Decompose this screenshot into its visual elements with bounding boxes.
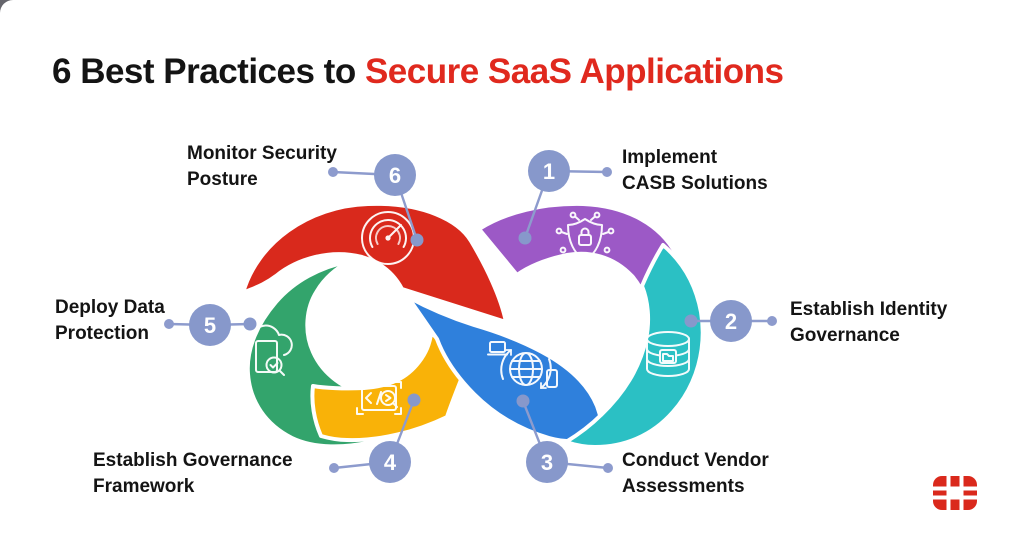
label-step-5: Deploy Data Protection <box>55 295 165 347</box>
fortinet-logo <box>933 476 977 510</box>
title-highlight: Secure SaaS Applications <box>364 52 784 91</box>
step-3-badge <box>526 441 568 483</box>
page-title: 6 Best Practices to Secure SaaS Applicat… <box>52 52 784 92</box>
label-step-5-line1: Deploy Data <box>55 297 165 318</box>
step-connectors: 6 1 2 <box>164 150 777 483</box>
step-5-number: 5 <box>204 313 216 338</box>
step-3-number: 3 <box>541 450 553 475</box>
label-step-3-line1: Conduct Vendor <box>622 450 769 471</box>
label-step-3-line2: Assessments <box>622 476 745 497</box>
step-5-connector: 5 <box>164 304 257 346</box>
label-step-3: Conduct Vendor Assessments <box>622 448 769 500</box>
step-3-connector: 3 <box>516 394 613 483</box>
step-1-connector: 1 <box>518 150 612 245</box>
label-step-1-line1: Implement <box>622 147 718 168</box>
step-4-connector: 4 <box>329 393 421 483</box>
step-6-badge <box>374 154 416 196</box>
label-step-4-line1: Establish Governance <box>93 450 293 471</box>
database-icon <box>646 331 690 377</box>
step-4-badge <box>369 441 411 483</box>
step-1-number: 1 <box>543 159 555 184</box>
step-5-badge <box>189 304 231 346</box>
label-step-1-line2: CASB Solutions <box>622 173 768 194</box>
label-step-6-line2: Posture <box>187 169 258 190</box>
code-review-icon <box>356 381 402 415</box>
label-step-2-line2: Governance <box>790 325 900 346</box>
label-step-5-line2: Protection <box>55 323 149 344</box>
cloud-document-icon <box>242 324 293 376</box>
loop-segments <box>241 201 705 449</box>
shield-lock-casb-icon <box>555 211 615 261</box>
step-6-number: 6 <box>389 163 401 188</box>
label-step-2: Establish Identity Governance <box>790 297 947 349</box>
step-6-connector: 6 <box>328 154 424 247</box>
step-4-number: 4 <box>384 450 397 475</box>
step-2-badge <box>710 300 752 342</box>
label-step-4: Establish Governance Framework <box>93 448 293 500</box>
step-2-number: 2 <box>725 309 737 334</box>
globe-devices-icon <box>487 341 558 389</box>
corner-artifact <box>0 0 13 13</box>
label-step-2-line1: Establish Identity <box>790 299 948 320</box>
step-1-badge <box>528 150 570 192</box>
label-step-1: Implement CASB Solutions <box>622 145 768 197</box>
label-step-6: Monitor Security Posture <box>187 141 337 193</box>
segment-red-monitoring <box>241 201 508 324</box>
label-step-6-line1: Monitor Security <box>187 143 337 164</box>
title-prefix: 6 Best Practices to <box>52 52 365 91</box>
label-step-4-line2: Framework <box>93 476 195 497</box>
segment-icons <box>242 211 690 415</box>
step-2-connector: 2 <box>684 300 777 342</box>
segment-teal-identity <box>564 243 705 449</box>
